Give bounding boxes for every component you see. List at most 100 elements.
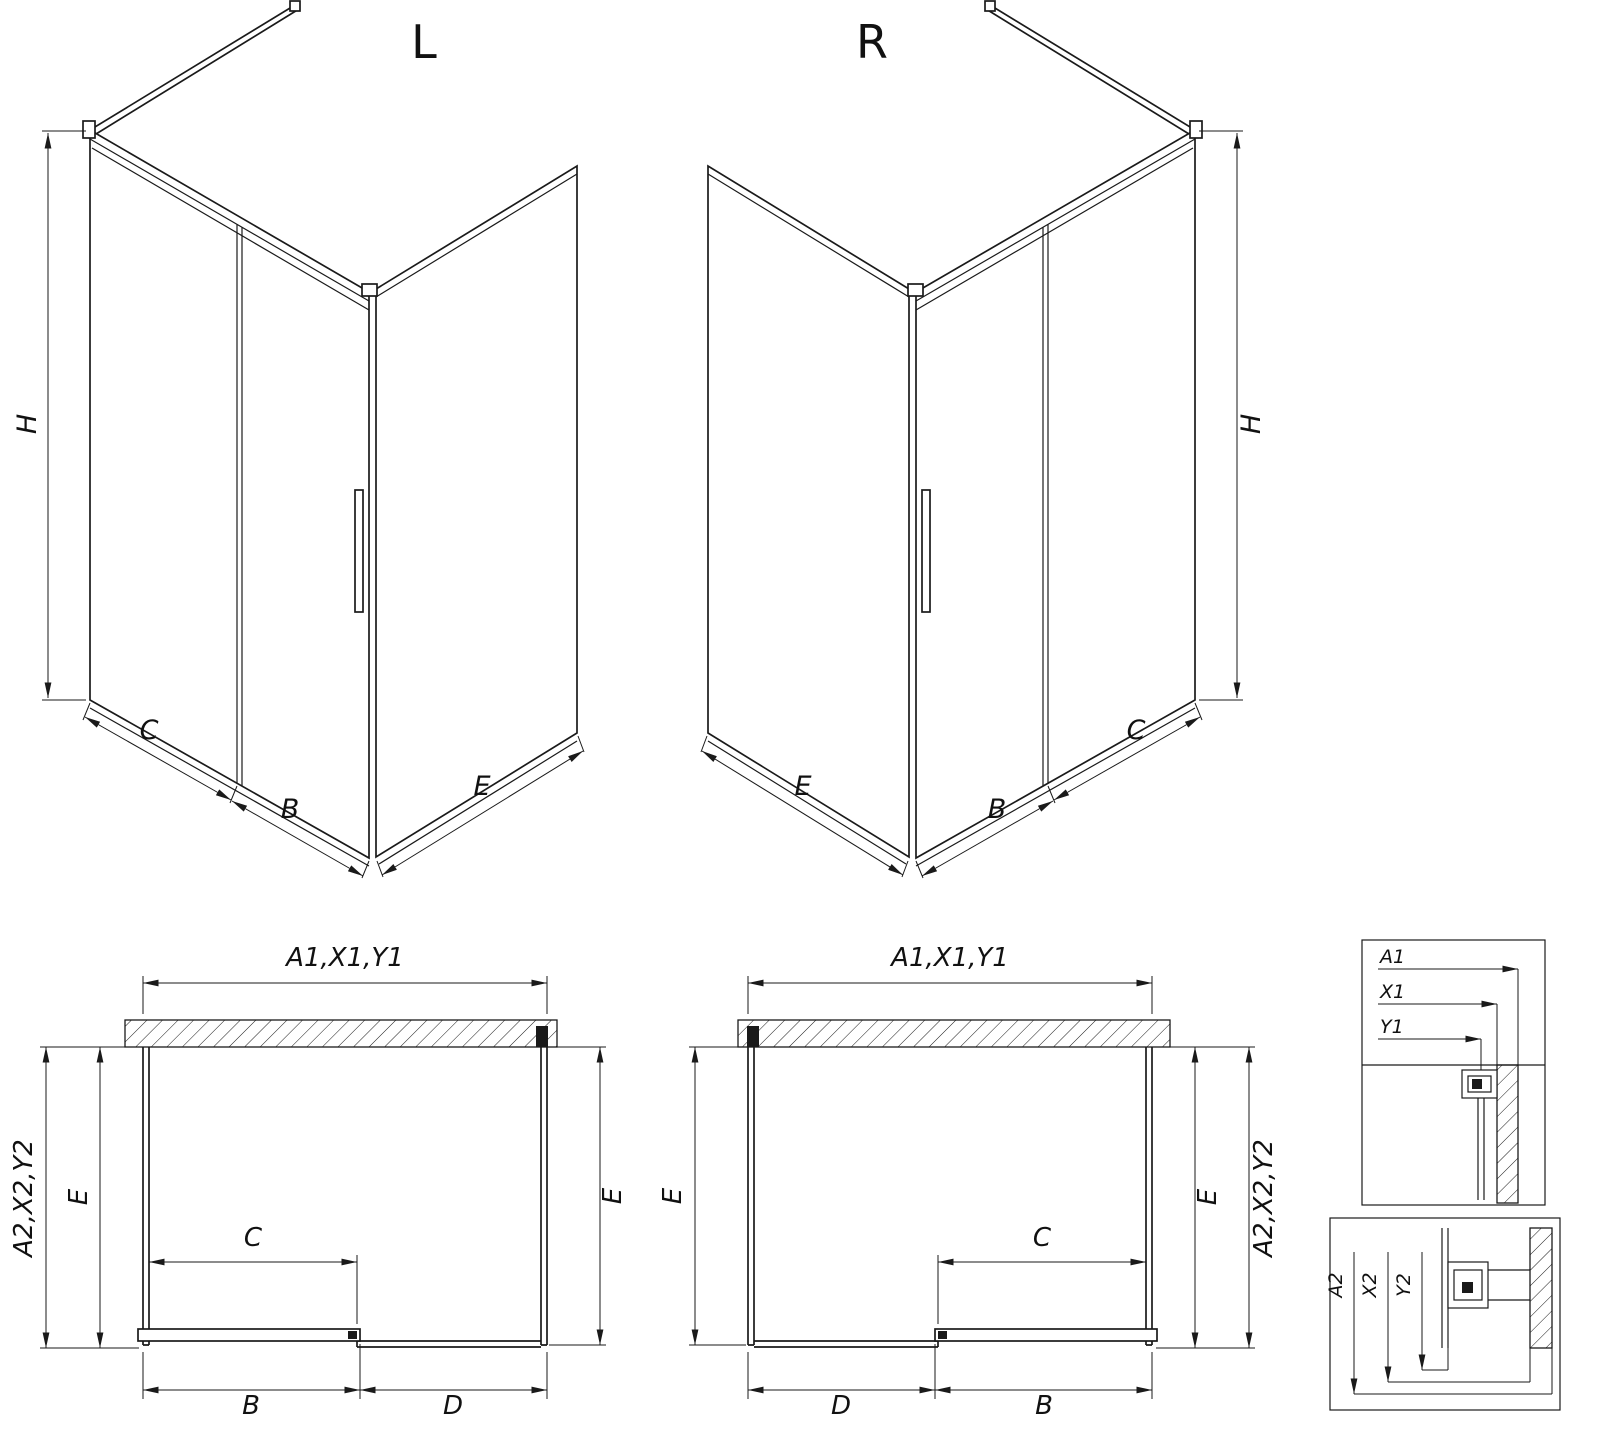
side-panel-edges <box>89 4 300 135</box>
dim-e-right-label: E <box>598 1187 628 1204</box>
dim-e-extensions <box>700 735 909 878</box>
detail-x2-label: X2 <box>1359 1272 1381 1298</box>
dim-b-label: B <box>1035 1391 1053 1421</box>
left-glass-panel <box>747 1047 755 1346</box>
door-handle <box>921 489 931 613</box>
iso-right-dimensions: H C B E <box>700 130 1267 879</box>
dim-cb-extensions <box>915 702 1203 879</box>
dim-c-label: C <box>140 715 159 746</box>
detail-reference-lines <box>1480 969 1519 1078</box>
plan-left-dimensions: A1,X1,Y1 C B D E A2,X2,Y2 E <box>9 943 628 1421</box>
right-glass-panel <box>540 1047 548 1346</box>
wall-section <box>1529 1227 1553 1349</box>
rail-end-cap <box>82 120 96 139</box>
door-wall-outline <box>89 128 370 860</box>
door-roller-detail <box>938 1331 947 1339</box>
iso-left-dimensions: H C B E <box>12 130 585 879</box>
detail-reference-lines <box>1354 1369 1552 1395</box>
door-division-lines <box>236 224 243 786</box>
glass-panel-lines <box>1441 1228 1449 1348</box>
face-connector-lines <box>1447 1348 1553 1394</box>
dim-a1-extensions <box>747 976 1153 1014</box>
door-handle <box>354 489 364 613</box>
dim-e-label: E <box>794 771 811 802</box>
dim-b-label: B <box>281 794 300 825</box>
dim-c-label: C <box>1127 715 1146 746</box>
dim-e-left-label: E <box>64 1188 94 1205</box>
dim-c-label: C <box>244 1223 263 1253</box>
dim-c-line <box>1053 716 1201 801</box>
plan-right-structure <box>737 1019 1171 1348</box>
corner-connector <box>907 283 924 297</box>
profile-wall-connectors <box>1488 1269 1530 1301</box>
door-division-lines <box>1042 224 1049 786</box>
dim-b-label: B <box>242 1391 260 1421</box>
right-glass-panel <box>1145 1047 1153 1346</box>
dim-h-label: H <box>12 414 43 434</box>
return-panel-detail-lines <box>707 173 910 865</box>
wall-section <box>1496 1064 1519 1204</box>
top-rail-lines <box>915 138 1196 311</box>
detail-width-measurement: A1 X1 Y1 <box>1361 939 1546 1206</box>
plan-view-right: A1,X1,Y1 C D B E E A2,X2,Y2 <box>658 943 1279 1421</box>
dim-e-right-extensions <box>549 1046 606 1346</box>
dim-c-extensions <box>937 1255 1147 1324</box>
fixed-bottom-panel <box>754 1340 939 1348</box>
side-panel-wall-bracket <box>289 0 301 12</box>
corner-connector <box>361 283 378 297</box>
detail-border <box>1361 939 1546 1206</box>
left-glass-panel <box>142 1047 150 1346</box>
door-roller-detail <box>348 1331 357 1339</box>
detail-a1-label: A1 <box>1378 946 1405 968</box>
sliding-door-panel <box>137 1328 361 1342</box>
iso-view-left: L H C B E <box>12 0 585 879</box>
dim-d-label: D <box>831 1391 851 1421</box>
side-panel-edges <box>985 4 1196 135</box>
return-panel-outline <box>707 164 910 859</box>
dim-h-extensions <box>42 130 86 701</box>
dim-h-label: H <box>1236 414 1267 434</box>
dim-h-extensions <box>1199 130 1243 701</box>
dim-a1-label: A1,X1,Y1 <box>284 943 404 973</box>
fixed-bottom-panel <box>356 1340 541 1348</box>
detail-a2-label: A2 <box>1325 1272 1347 1299</box>
plan-left-structure <box>124 1019 558 1348</box>
return-panel-outline <box>375 164 578 859</box>
detail-depth-measurement: A2 X2 Y2 <box>1325 1217 1561 1411</box>
rail-end-cap <box>1189 120 1203 139</box>
dim-e-left-extensions <box>689 1046 746 1346</box>
top-rail-lines <box>89 138 370 311</box>
dim-e-extensions <box>376 735 585 878</box>
dim-bd-extensions <box>142 1344 548 1399</box>
return-panel-detail-lines <box>375 173 578 865</box>
plan-right-dimensions: A1,X1,Y1 C D B E E A2,X2,Y2 <box>658 943 1279 1421</box>
wall-section <box>737 1019 1171 1048</box>
dim-e-right-label: E <box>1193 1188 1223 1205</box>
dim-db-extensions <box>747 1344 1153 1399</box>
plan-view-left: A1,X1,Y1 C B D E A2,X2,Y2 E <box>9 943 628 1421</box>
door-wall-outline <box>915 128 1196 860</box>
dim-a2-label: A2,X2,Y2 <box>9 1139 39 1259</box>
bottom-rail-line <box>89 707 370 867</box>
dim-b-line <box>921 800 1054 877</box>
wall-profile <box>536 1026 548 1047</box>
mounting-profile-core <box>1472 1079 1482 1089</box>
dim-right-extensions <box>1156 1046 1255 1349</box>
detail-y2-label: Y2 <box>1393 1273 1415 1297</box>
dim-a2-label: A2,X2,Y2 <box>1249 1139 1279 1259</box>
dim-d-label: D <box>443 1391 463 1421</box>
dim-b-label: B <box>988 794 1007 825</box>
view-title-right: R <box>856 15 888 69</box>
dim-e-label: E <box>473 771 490 802</box>
mounting-profile-core <box>1462 1282 1473 1293</box>
dim-b-line <box>231 800 364 877</box>
wall-section <box>124 1019 558 1048</box>
dim-c-label: C <box>1033 1223 1052 1253</box>
detail-border <box>1329 1217 1561 1411</box>
dim-left-extensions <box>40 1046 139 1349</box>
iso-view-right: R H C B E <box>700 0 1267 879</box>
dim-cb-extensions <box>82 702 370 879</box>
dim-c-extensions <box>148 1255 358 1324</box>
sliding-door-panel <box>934 1328 1158 1342</box>
